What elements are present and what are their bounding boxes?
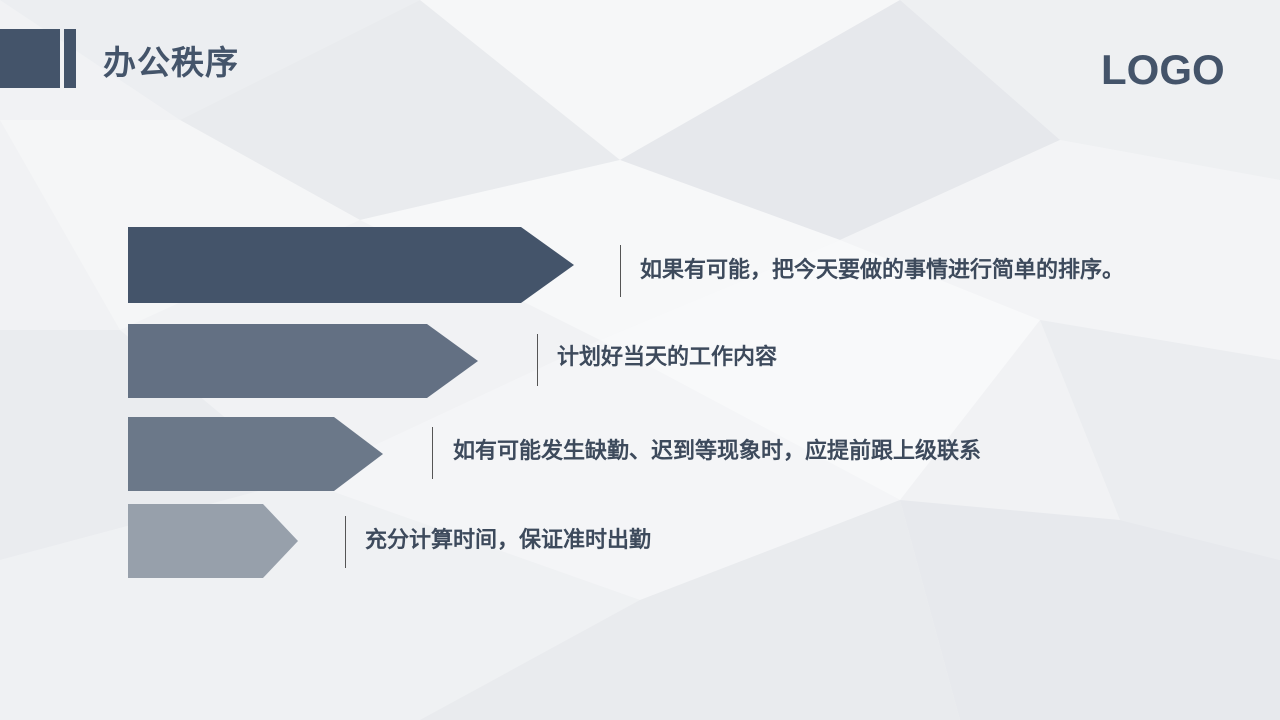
header-accent-bar: [64, 29, 76, 88]
divider-1: [620, 245, 621, 297]
arrow-shape-3: [128, 417, 383, 491]
logo: LOGO: [1101, 46, 1225, 93]
page-title: 办公秩序: [103, 43, 239, 82]
divider-2: [537, 334, 538, 386]
item-text-3: 如有可能发生缺勤、迟到等现象时，应提前跟上级联系: [453, 439, 982, 464]
arrow-shape-4: [128, 504, 298, 578]
item-text-4: 充分计算时间，保证准时出勤: [365, 528, 652, 553]
arrow-shape-1: [128, 227, 574, 303]
header-accent-block: [0, 29, 60, 88]
divider-4: [345, 516, 346, 568]
arrow-shape-2: [128, 324, 478, 398]
item-text-2: 计划好当天的工作内容: [557, 345, 778, 370]
item-text-1: 如果有可能，把今天要做的事情进行简单的排序。: [640, 258, 1125, 283]
divider-3: [432, 427, 433, 479]
